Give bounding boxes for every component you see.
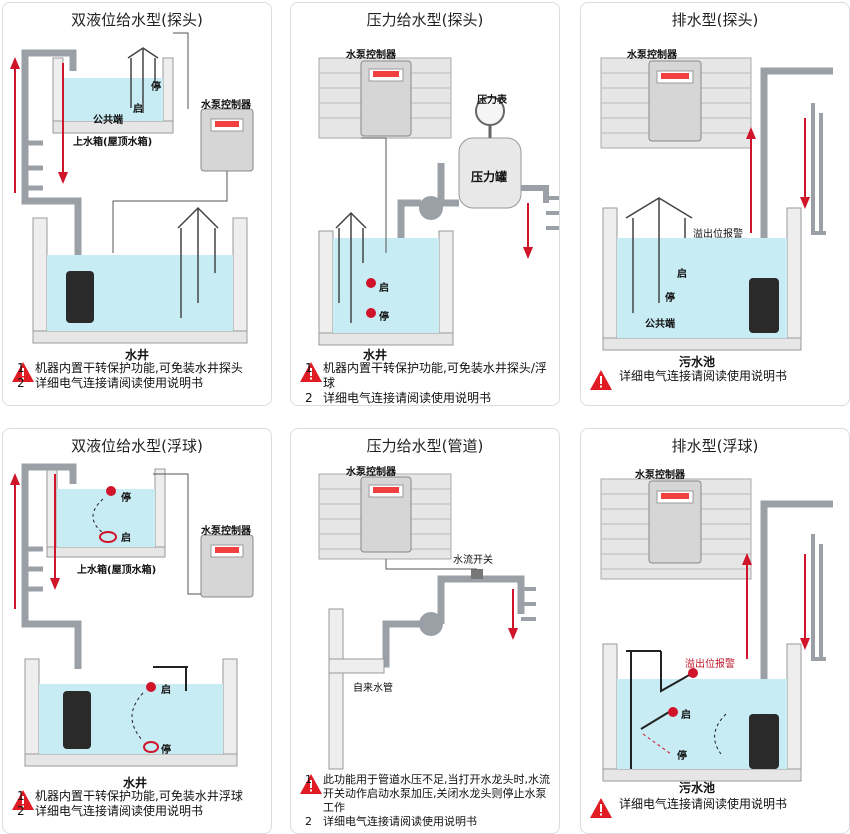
label-controller: 水泵控制器 xyxy=(346,50,396,61)
notes: 详细电气连接请阅读使用说明书 xyxy=(589,797,843,818)
note-number: 1 xyxy=(305,773,312,786)
note-number: 1 xyxy=(305,361,313,375)
label-well: 水井 xyxy=(125,348,150,362)
note-text: 详细电气连接请阅读使用说明书 xyxy=(35,376,204,390)
note-number: 2 xyxy=(17,804,25,818)
panel-title: 双液位给水型(浮球) xyxy=(71,437,203,455)
label-gauge: 压力表 xyxy=(477,95,507,106)
label-start: 启 xyxy=(133,104,143,115)
note-text: 详细电气连接请阅读使用说明书 xyxy=(35,804,204,818)
label-stop: 停 xyxy=(151,82,161,93)
note-text: 机器内置干转保护功能,可免装水井探头/浮球 xyxy=(323,361,547,390)
label-controller: 水泵控制器 xyxy=(635,470,685,481)
notes: 1 机器内置干转保护功能,可免装水井浮球 2 详细电气连接请阅读使用说明书 xyxy=(11,789,265,819)
warning-icon xyxy=(300,362,322,382)
label-controller: 水泵控制器 xyxy=(201,100,251,111)
label-controller: 水泵控制器 xyxy=(346,467,396,478)
label-start: 启 xyxy=(379,283,389,294)
panel-title: 压力给水型(管道) xyxy=(366,437,484,455)
label-pool: 污水池 xyxy=(679,781,716,795)
label-well: 水井 xyxy=(363,348,388,362)
label-stop: 停 xyxy=(677,751,687,762)
label-stop: 停 xyxy=(121,493,131,504)
panel-title: 排水型(探头) xyxy=(671,11,759,29)
note-text: 机器内置干转保护功能,可免装水井探头 xyxy=(35,361,243,375)
notes: 1 机器内置干转保护功能,可免装水井探头/浮球 2 详细电气连接请阅读使用说明书 xyxy=(299,361,553,405)
diagram-dual-level-probe xyxy=(10,32,254,344)
warning-icon xyxy=(590,370,612,390)
label-pressure-tank: 压力罐 xyxy=(471,170,508,184)
label-start: 启 xyxy=(677,269,687,280)
panel-pressure-probe: 压力给水型(探头) 水泵控制器 压力表 压力罐 启 停 水井 1 机器内置干转保护… xyxy=(290,2,560,406)
note-number: 2 xyxy=(17,376,25,390)
label-common: 公共端 xyxy=(645,319,675,330)
label-controller: 水泵控制器 xyxy=(627,50,677,61)
label-tank: 上水箱(屋顶水箱) xyxy=(73,137,153,148)
label-tank: 上水箱(屋顶水箱) xyxy=(77,565,157,576)
note-text: 详细电气连接请阅读使用说明书 xyxy=(619,797,788,811)
panel-drainage-float: 排水型(浮球) 水泵控制器 溢出位报警 启 停 污水池 详细电气连接请阅读使用说… xyxy=(580,428,850,834)
label-overflow: 溢出位报警 xyxy=(685,659,735,670)
notes: 1 此功能用于管道水压不足,当打开水龙头时,水流开关动作启动水泵加压,关闭水龙头则… xyxy=(299,773,553,829)
label-flow-switch: 水流开关 xyxy=(453,555,493,566)
warning-icon xyxy=(12,362,34,382)
label-start-well: 启 xyxy=(161,685,171,696)
panel-pressure-pipeline: 压力给水型(管道) 水泵控制器 水流开关 自来水管 1 此功能用于管道水压不足,当… xyxy=(290,428,560,834)
diagram-dual-level-float xyxy=(10,463,254,767)
diagram-drainage-probe xyxy=(600,57,833,351)
note-number: 1 xyxy=(17,789,25,803)
panel-title: 压力给水型(探头) xyxy=(366,11,484,29)
notes: 1 机器内置干转保护功能,可免装水井探头 2 详细电气连接请阅读使用说明书 xyxy=(11,361,265,391)
panel-drainage-probe: 排水型(探头) 水泵控制器 溢出位报警 启 停 公共端 污水池 详细电气连接请阅… xyxy=(580,2,850,406)
note-text: 详细电气连接请阅读使用说明书 xyxy=(323,815,477,828)
warning-icon xyxy=(300,774,322,794)
warning-icon xyxy=(590,798,612,818)
diagram-drainage-float xyxy=(600,478,833,782)
label-pool: 污水池 xyxy=(679,355,716,369)
notes: 详细电气连接请阅读使用说明书 xyxy=(589,369,843,390)
label-stop: 停 xyxy=(665,293,675,304)
note-text: 机器内置干转保护功能,可免装水井浮球 xyxy=(35,789,243,803)
warning-icon xyxy=(12,790,34,810)
note-number: 1 xyxy=(17,361,25,375)
diagram-pressure-probe xyxy=(318,57,559,346)
label-start: 启 xyxy=(121,533,131,544)
panel-title: 排水型(浮球) xyxy=(671,437,759,455)
panel-title: 双液位给水型(探头) xyxy=(71,11,203,29)
note-number: 2 xyxy=(305,391,313,405)
note-text: 详细电气连接请阅读使用说明书 xyxy=(619,369,788,383)
label-stop-well: 停 xyxy=(161,745,171,756)
note-text: 详细电气连接请阅读使用说明书 xyxy=(323,391,492,405)
label-stop: 停 xyxy=(379,312,389,323)
note-number: 2 xyxy=(305,815,312,828)
label-inlet-pipe: 自来水管 xyxy=(353,683,393,694)
label-well: 水井 xyxy=(123,776,148,790)
label-start: 启 xyxy=(681,710,691,721)
label-overflow: 溢出位报警 xyxy=(693,229,743,240)
label-common: 公共端 xyxy=(93,115,123,126)
diagram-pressure-pipeline xyxy=(318,473,536,770)
panel-dual-level-probe: 双液位给水型(探头) 停 启 公共端 上水箱(屋顶水箱) 水泵控制器 水井 xyxy=(2,2,272,406)
label-controller: 水泵控制器 xyxy=(201,526,251,537)
note-text: 此功能用于管道水压不足,当打开水龙头时,水流开关动作启动水泵加压,关闭水龙头则停… xyxy=(323,773,550,814)
